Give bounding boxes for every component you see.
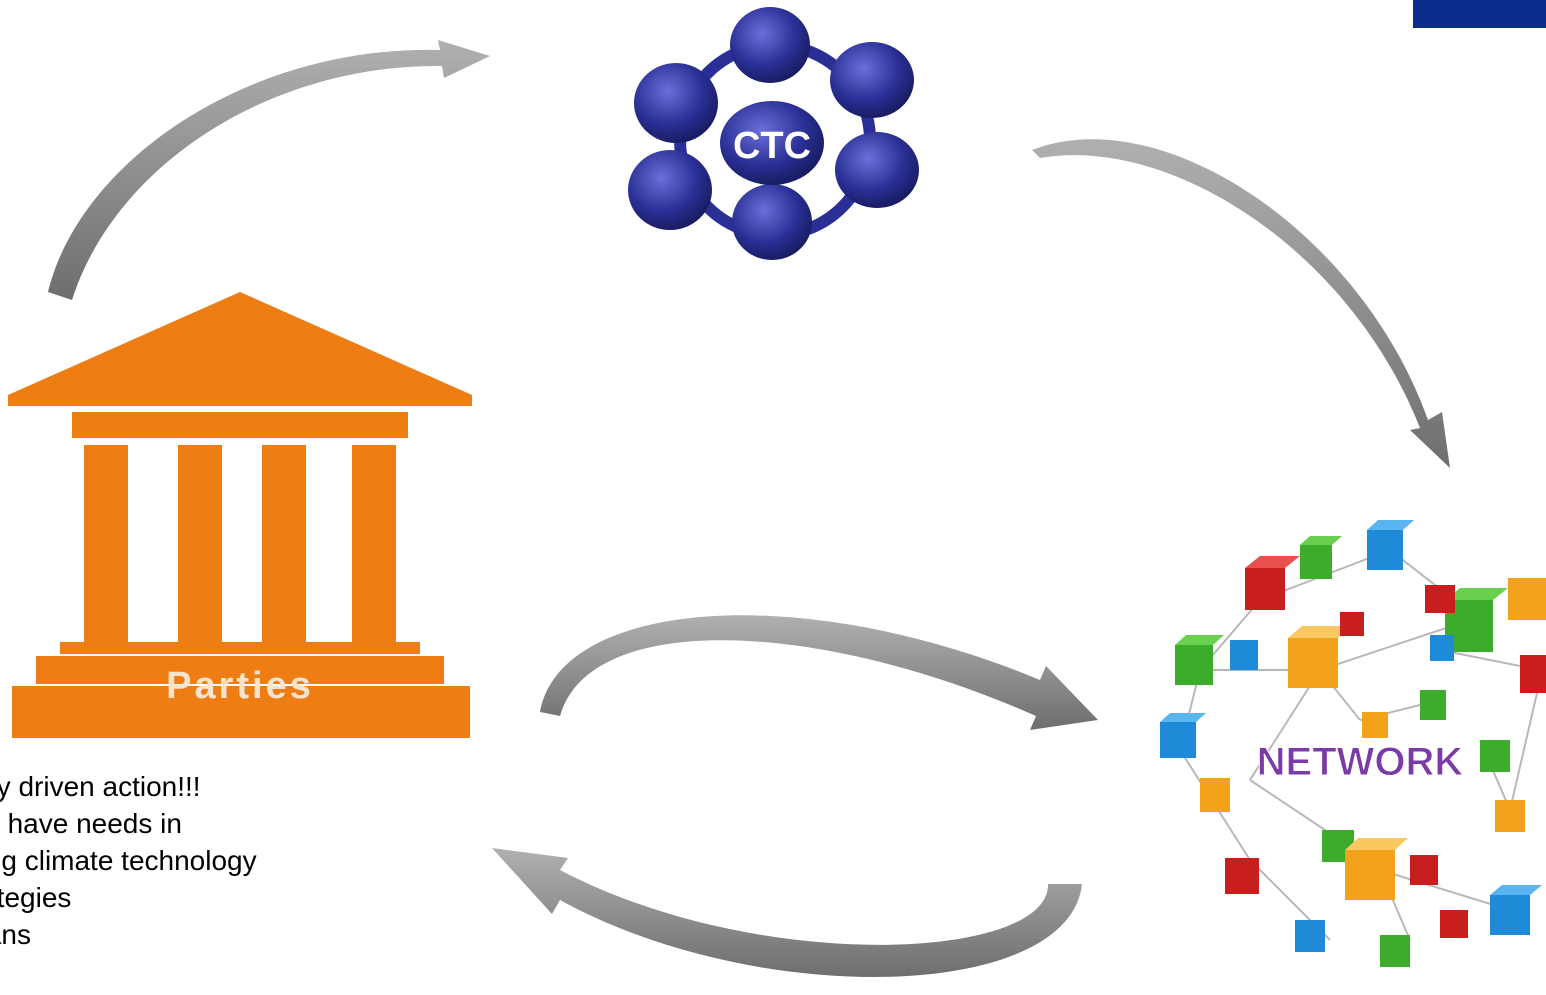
arrow-parties-to-ctc xyxy=(48,40,490,300)
arrow-network-to-center xyxy=(492,848,1082,978)
arrow-ctc-to-network xyxy=(1032,139,1450,468)
network-label: NETWORK xyxy=(1257,740,1464,784)
body-text: ntry driven action!!! ies have needs in … xyxy=(0,768,484,953)
ctc-label: CTC xyxy=(733,125,811,167)
ctc-icon: CTC xyxy=(628,7,919,260)
body-line: ies have needs in xyxy=(0,808,182,839)
body-line: ntry driven action!!! xyxy=(0,771,201,802)
arrow-center-to-network xyxy=(540,615,1098,730)
parties-icon: Parties xyxy=(8,292,472,738)
body-line: trategies xyxy=(0,882,72,913)
body-line: ning climate technology xyxy=(0,845,257,876)
parties-label: Parties xyxy=(166,665,314,707)
corner-accent-bar xyxy=(1413,0,1546,28)
body-line: plans xyxy=(0,919,31,950)
network-icon: NETWORK xyxy=(1160,520,1546,967)
